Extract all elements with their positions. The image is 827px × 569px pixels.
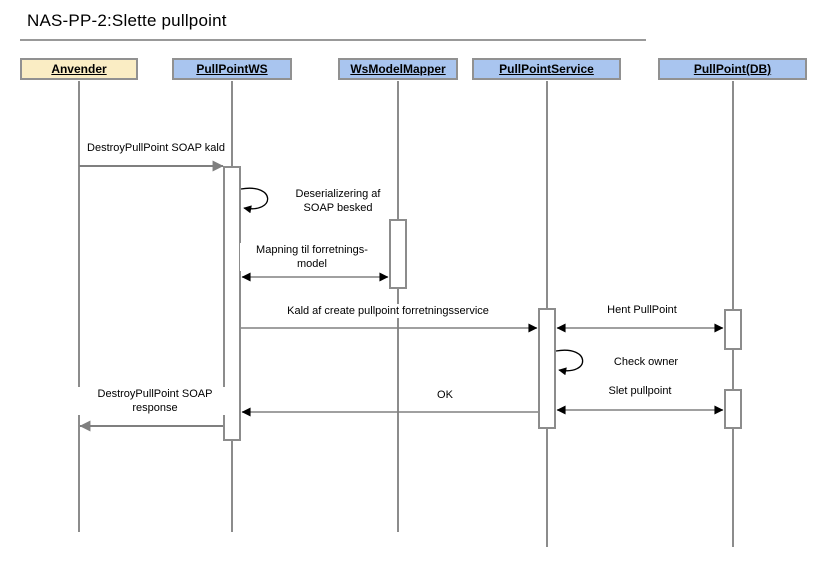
activation-bar-pullpointdb-2 (724, 389, 742, 429)
participant-anvender: Anvender (20, 58, 138, 80)
message-label-check-owner: Check owner (611, 355, 681, 369)
message-label-mapning: Mapning til forretnings-model (240, 243, 384, 271)
participant-label: WsModelMapper (350, 62, 446, 76)
message-label-deserializering: Deserializering af SOAP besked (280, 187, 396, 215)
message-label-slet-pullpoint: Slet pullpoint (606, 384, 674, 398)
participant-label: PullPointService (499, 62, 594, 76)
participant-label: PullPointWS (196, 62, 268, 76)
message-label-hent-pullpoint: Hent PullPoint (605, 303, 679, 317)
message-label-destroy-response: DestroyPullPoint SOAP response (78, 387, 232, 415)
participant-wsmodelmapper: WsModelMapper (338, 58, 458, 80)
page-title: NAS-PP-2:Slette pullpoint (27, 11, 227, 30)
participant-pullpointdb: PullPoint(DB) (658, 58, 807, 80)
activation-bar-wsmodelmapper (389, 219, 407, 289)
activation-bar-pullpointws (223, 166, 241, 441)
activation-bar-pullpointservice (538, 308, 556, 429)
arrow-self-deserializering (240, 187, 269, 214)
title-rule (20, 39, 646, 41)
participant-pullpointws: PullPointWS (172, 58, 292, 80)
lifeline-anvender (78, 81, 80, 532)
participant-label: Anvender (51, 62, 107, 76)
message-label-destroy-kald: DestroyPullPoint SOAP kald (85, 141, 227, 155)
activation-bar-pullpointdb-1 (724, 309, 742, 350)
message-label-kald-create: Kald af create pullpoint forretningsserv… (285, 304, 491, 318)
arrow-self-check-owner (555, 349, 584, 376)
message-label-ok: OK (435, 388, 455, 402)
participant-label: PullPoint(DB) (693, 62, 772, 76)
participant-pullpointservice: PullPointService (472, 58, 621, 80)
